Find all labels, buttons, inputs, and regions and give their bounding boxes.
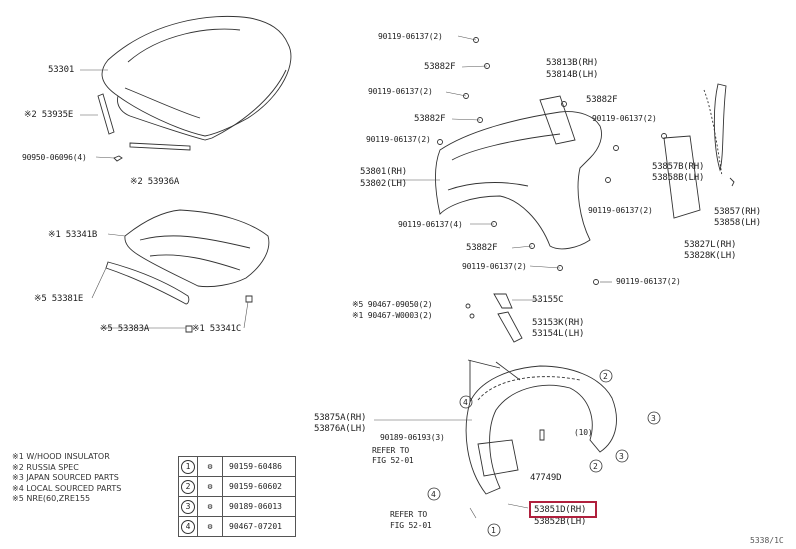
legend-row: 2 ⚙ 90159-60602 [178, 476, 296, 497]
hood-drawing [101, 15, 292, 141]
label-90119-f: 90119-06137(2) [592, 114, 657, 123]
label-90119-g: 90119-06137(2) [588, 206, 653, 215]
label-53857b: 53857B(RH) [652, 162, 705, 172]
label-53882f-b: 53882F [414, 114, 446, 124]
label-90119-a: 90119-06137(2) [378, 32, 443, 41]
label-53153k: 53153K(RH) [532, 318, 585, 328]
label-53876a: 53876A(LH) [314, 424, 367, 434]
selected-part-highlight [529, 501, 597, 518]
label-90467-w0003: ※1 90467-W0003(2) [352, 311, 433, 320]
legend-part: 90189-06013 [222, 496, 296, 517]
clip-47749d [539, 429, 545, 441]
label-53301: 53301 [48, 65, 75, 75]
label-90950: 90950-06096(4) [22, 153, 87, 162]
label-53828k: 53828K(LH) [684, 251, 737, 261]
footnote: ※1 W/HOOD INSULATOR [12, 452, 110, 461]
legend-part: 90159-60486 [222, 456, 296, 477]
label-90119-d: 90119-06137(4) [398, 220, 463, 229]
legend-number: 1 [181, 459, 195, 474]
footnote: ※4 LOCAL SOURCED PARTS [12, 483, 122, 493]
nut-icon: ⚙ [197, 496, 223, 517]
fender-drawing [434, 111, 602, 250]
label-53381e: ※5 53381E [34, 294, 84, 304]
label-53155c: 53155C [532, 295, 564, 305]
label-53857: 53857(RH) [714, 207, 761, 217]
bracket-53155c [493, 293, 513, 309]
label-53341b: ※1 53341B [48, 230, 98, 240]
callout-num: 3 [651, 414, 656, 423]
callout-num: 1 [491, 526, 496, 535]
label-53858: 53858(LH) [714, 218, 761, 228]
callout-num: 4 [431, 490, 436, 499]
clip-53341c [245, 295, 253, 303]
fastener-legend: 1 ⚙ 90159-60486 2 ⚙ 90159-60602 3 ⚙ 9018… [178, 456, 296, 537]
seal-strip-53935e [97, 93, 115, 135]
legend-part: 90159-60602 [222, 476, 296, 497]
fender-panel-53827l [663, 135, 701, 219]
label-53935e: ※2 53935E [24, 110, 74, 120]
label-53814b: 53814B(LH) [546, 70, 599, 80]
label-90119-c: 90119-06137(2) [366, 135, 431, 144]
label-53813b: 53813B(RH) [546, 58, 599, 68]
bracket-53153k [497, 311, 523, 343]
clip-90950 [113, 155, 123, 162]
legend-number: 4 [181, 519, 195, 534]
callout-num: 3 [619, 452, 624, 461]
seal-strip-53936a [129, 142, 191, 151]
legend-row: 1 ⚙ 90159-60486 [178, 456, 296, 477]
callout-num: (10) [574, 428, 593, 437]
label-90119-b: 90119-06137(2) [368, 87, 433, 96]
label-53882f-c: 53882F [586, 95, 618, 105]
callout-num: 2 [593, 462, 598, 471]
bolt-icon: ⚙ [197, 456, 223, 477]
refer-to-1b: FIG 52-01 [372, 456, 414, 465]
callout-num: 2 [603, 372, 608, 381]
label-53858b: 53858B(LH) [652, 173, 705, 183]
label-53882f-a: 53882F [424, 62, 456, 72]
label-53875a: 53875A(RH) [314, 413, 367, 423]
legend-row: 3 ⚙ 90189-06013 [178, 496, 296, 517]
label-53341c: ※1 53341C [192, 324, 242, 334]
wheel-liner [465, 359, 617, 495]
label-90467-09050: ※5 90467-09050(2) [352, 300, 433, 309]
callout-num: 4 [463, 398, 468, 407]
clip-icon: ⚙ [197, 476, 223, 497]
footnote: ※3 JAPAN SOURCED PARTS [12, 473, 119, 482]
refer-to-1a: REFER TO [372, 446, 409, 455]
label-90119-h: 90119-06137(2) [616, 277, 681, 286]
refer-to-2a: REFER TO [390, 510, 427, 519]
label-53801: 53801(RH) [360, 167, 407, 177]
fender-bolts [437, 37, 667, 285]
footnote: ※5 NRE(60,ZRE155 [12, 494, 91, 503]
label-47749d: 47749D [530, 473, 562, 483]
screw-icon: ⚙ [197, 516, 223, 537]
label-90189: 90189-06193(3) [380, 433, 445, 442]
figure-code: 5338/1C [750, 536, 784, 545]
refer-to-2b: FIG 52-01 [390, 521, 432, 530]
label-53882f-d: 53882F [466, 243, 498, 253]
legend-part: 90467-07201 [222, 516, 296, 537]
legend-number: 3 [181, 499, 195, 514]
footnotes: ※1 W/HOOD INSULATOR ※2 RUSSIA SPEC ※3 JA… [12, 452, 121, 505]
label-53383a: ※5 53383A [100, 324, 150, 334]
fender-bracket [539, 95, 576, 145]
label-53852b: 53852B(LH) [534, 517, 587, 527]
hood-insulator [124, 209, 270, 288]
legend-number: 2 [181, 479, 195, 494]
label-53851d[interactable]: 53851D(RH) [534, 505, 587, 515]
legend-row: 4 ⚙ 90467-07201 [178, 516, 296, 537]
label-90119-e: 90119-06137(2) [462, 262, 527, 271]
label-53802: 53802(LH) [360, 179, 407, 189]
seal-53381e [105, 261, 190, 305]
label-53936a: ※2 53936A [130, 177, 180, 187]
footnote: ※2 RUSSIA SPEC [12, 462, 79, 472]
label-53827l: 53827L(RH) [684, 240, 737, 250]
splash-shield [477, 439, 519, 477]
clip-53383a [185, 325, 193, 333]
fender-seal [703, 83, 727, 177]
label-53154l: 53154L(LH) [532, 329, 585, 339]
